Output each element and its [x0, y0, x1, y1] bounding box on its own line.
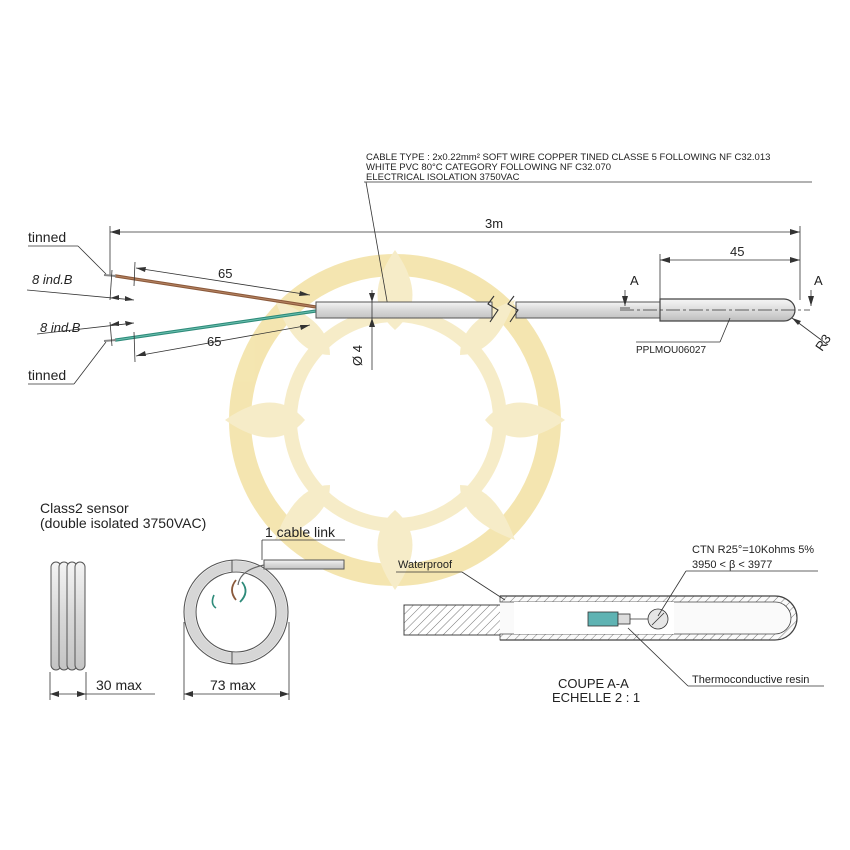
tinned-bottom-label: tinned [28, 367, 66, 383]
coil-side-view: 30 max [49, 561, 155, 700]
strip-top-label: 8 ind.B [32, 272, 73, 287]
strip-bottom-dimension: 8 ind.B [36, 320, 135, 347]
part-number-callout: PPLMOU06027 [636, 317, 731, 356]
section-marker-right: A [808, 273, 823, 306]
cable-link-label: 1 cable link [265, 524, 336, 540]
ctn-callout: CTN R25°=10Kohms 5% 3950 < β < 3977 [657, 544, 818, 617]
wire-strip-top-dimension: 65 [133, 261, 311, 296]
sleeve-length-dimension: 45 [659, 244, 800, 305]
strip-bottom-label: 8 ind.B [40, 320, 81, 335]
section-mark-left-label: A [630, 273, 639, 288]
coil-width-label: 30 max [96, 677, 142, 693]
wires [103, 274, 318, 342]
coil-diameter-label: 73 max [210, 677, 256, 693]
class-label-line1: Class2 sensor [40, 500, 129, 516]
resin-callout: Thermoconductive resin [627, 627, 824, 687]
wire-strip-bottom-label: 65 [207, 334, 221, 349]
cable-note-line1: CABLE TYPE : 2x0.22mm² SOFT WIRE COPPER … [366, 152, 770, 163]
tinned-top-callout: tinned [28, 229, 107, 275]
waterproof-callout: Waterproof [396, 559, 506, 601]
tinned-end-bottom [103, 339, 117, 342]
ctn-line2: 3950 < β < 3977 [692, 559, 772, 571]
total-length-dimension: 3m [109, 216, 801, 300]
waterproof-label: Waterproof [398, 559, 453, 571]
tip-radius-callout: R3 [791, 317, 834, 354]
class-label-line2: (double isolated 3750VAC) [40, 515, 206, 531]
coil-front-view: 1 cable link 73 max [183, 524, 345, 700]
cable-note-line2: WHITE PVC 80°C CATEGORY FOLLOWING NF C32… [366, 162, 611, 173]
wire-strip-bottom-dimension: 65 [133, 324, 311, 363]
tip-radius-label: R3 [812, 331, 834, 353]
strip-top-dimension: 8 ind.B [26, 269, 135, 301]
probe-sleeve [620, 298, 810, 322]
part-number-label: PPLMOU06027 [636, 345, 706, 356]
tinned-end-top [103, 274, 117, 277]
cable-note: CABLE TYPE : 2x0.22mm² SOFT WIRE COPPER … [364, 152, 812, 319]
cable-note-line3: ELECTRICAL ISOLATION 3750VAC [366, 172, 520, 183]
section-title: COUPE A-A [558, 676, 629, 691]
section-scale: ECHELLE 2 : 1 [552, 690, 640, 705]
section-marker-left: A [620, 273, 639, 309]
section-mark-right-label: A [814, 273, 823, 288]
diameter-dimension: Ø 4 [350, 290, 375, 370]
ctn-line1: CTN R25°=10Kohms 5% [692, 544, 814, 556]
diameter-label: Ø 4 [350, 345, 365, 366]
wire-strip-top-label: 65 [218, 266, 232, 281]
resin-label: Thermoconductive resin [692, 674, 809, 686]
cable-body [315, 295, 661, 323]
tinned-top-label: tinned [28, 229, 66, 245]
total-length-label: 3m [485, 216, 503, 231]
section-view [403, 595, 798, 641]
sleeve-length-label: 45 [730, 244, 744, 259]
tinned-bottom-callout: tinned [28, 341, 107, 385]
